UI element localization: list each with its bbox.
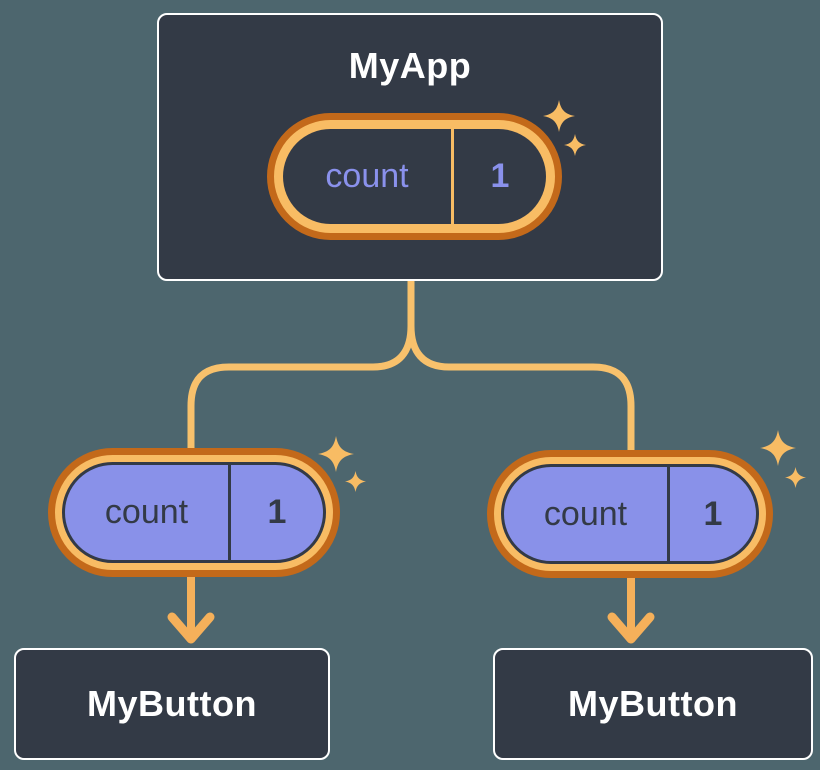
sparkle-icon	[785, 467, 806, 488]
child-state-pill-left: count 1	[48, 448, 340, 577]
state-label: count	[543, 494, 628, 533]
sparkle-icon	[543, 100, 575, 132]
connector-branch-right	[407, 322, 635, 516]
arrow-head-right-icon	[607, 612, 655, 644]
component-node-child-right: MyButton	[493, 648, 813, 760]
connector-branch-left	[187, 322, 415, 516]
root-state-pill: count 1	[267, 113, 562, 240]
child-node-title: MyButton	[568, 683, 738, 724]
state-value: 1	[228, 465, 323, 560]
sparkle-icon	[564, 134, 586, 156]
child-state-pill-right: count 1	[487, 450, 773, 578]
sparkle-icon	[760, 430, 796, 466]
state-label: count	[325, 157, 409, 195]
sparkle-icon	[345, 471, 366, 492]
root-node-title: MyApp	[348, 45, 472, 86]
sparkle-icon	[318, 436, 354, 472]
child-node-title: MyButton	[87, 683, 257, 724]
state-label: count	[104, 493, 189, 531]
state-value: 1	[667, 467, 756, 561]
state-value: 1	[451, 129, 546, 224]
component-node-child-left: MyButton	[14, 648, 330, 760]
arrow-head-left-icon	[167, 612, 215, 644]
